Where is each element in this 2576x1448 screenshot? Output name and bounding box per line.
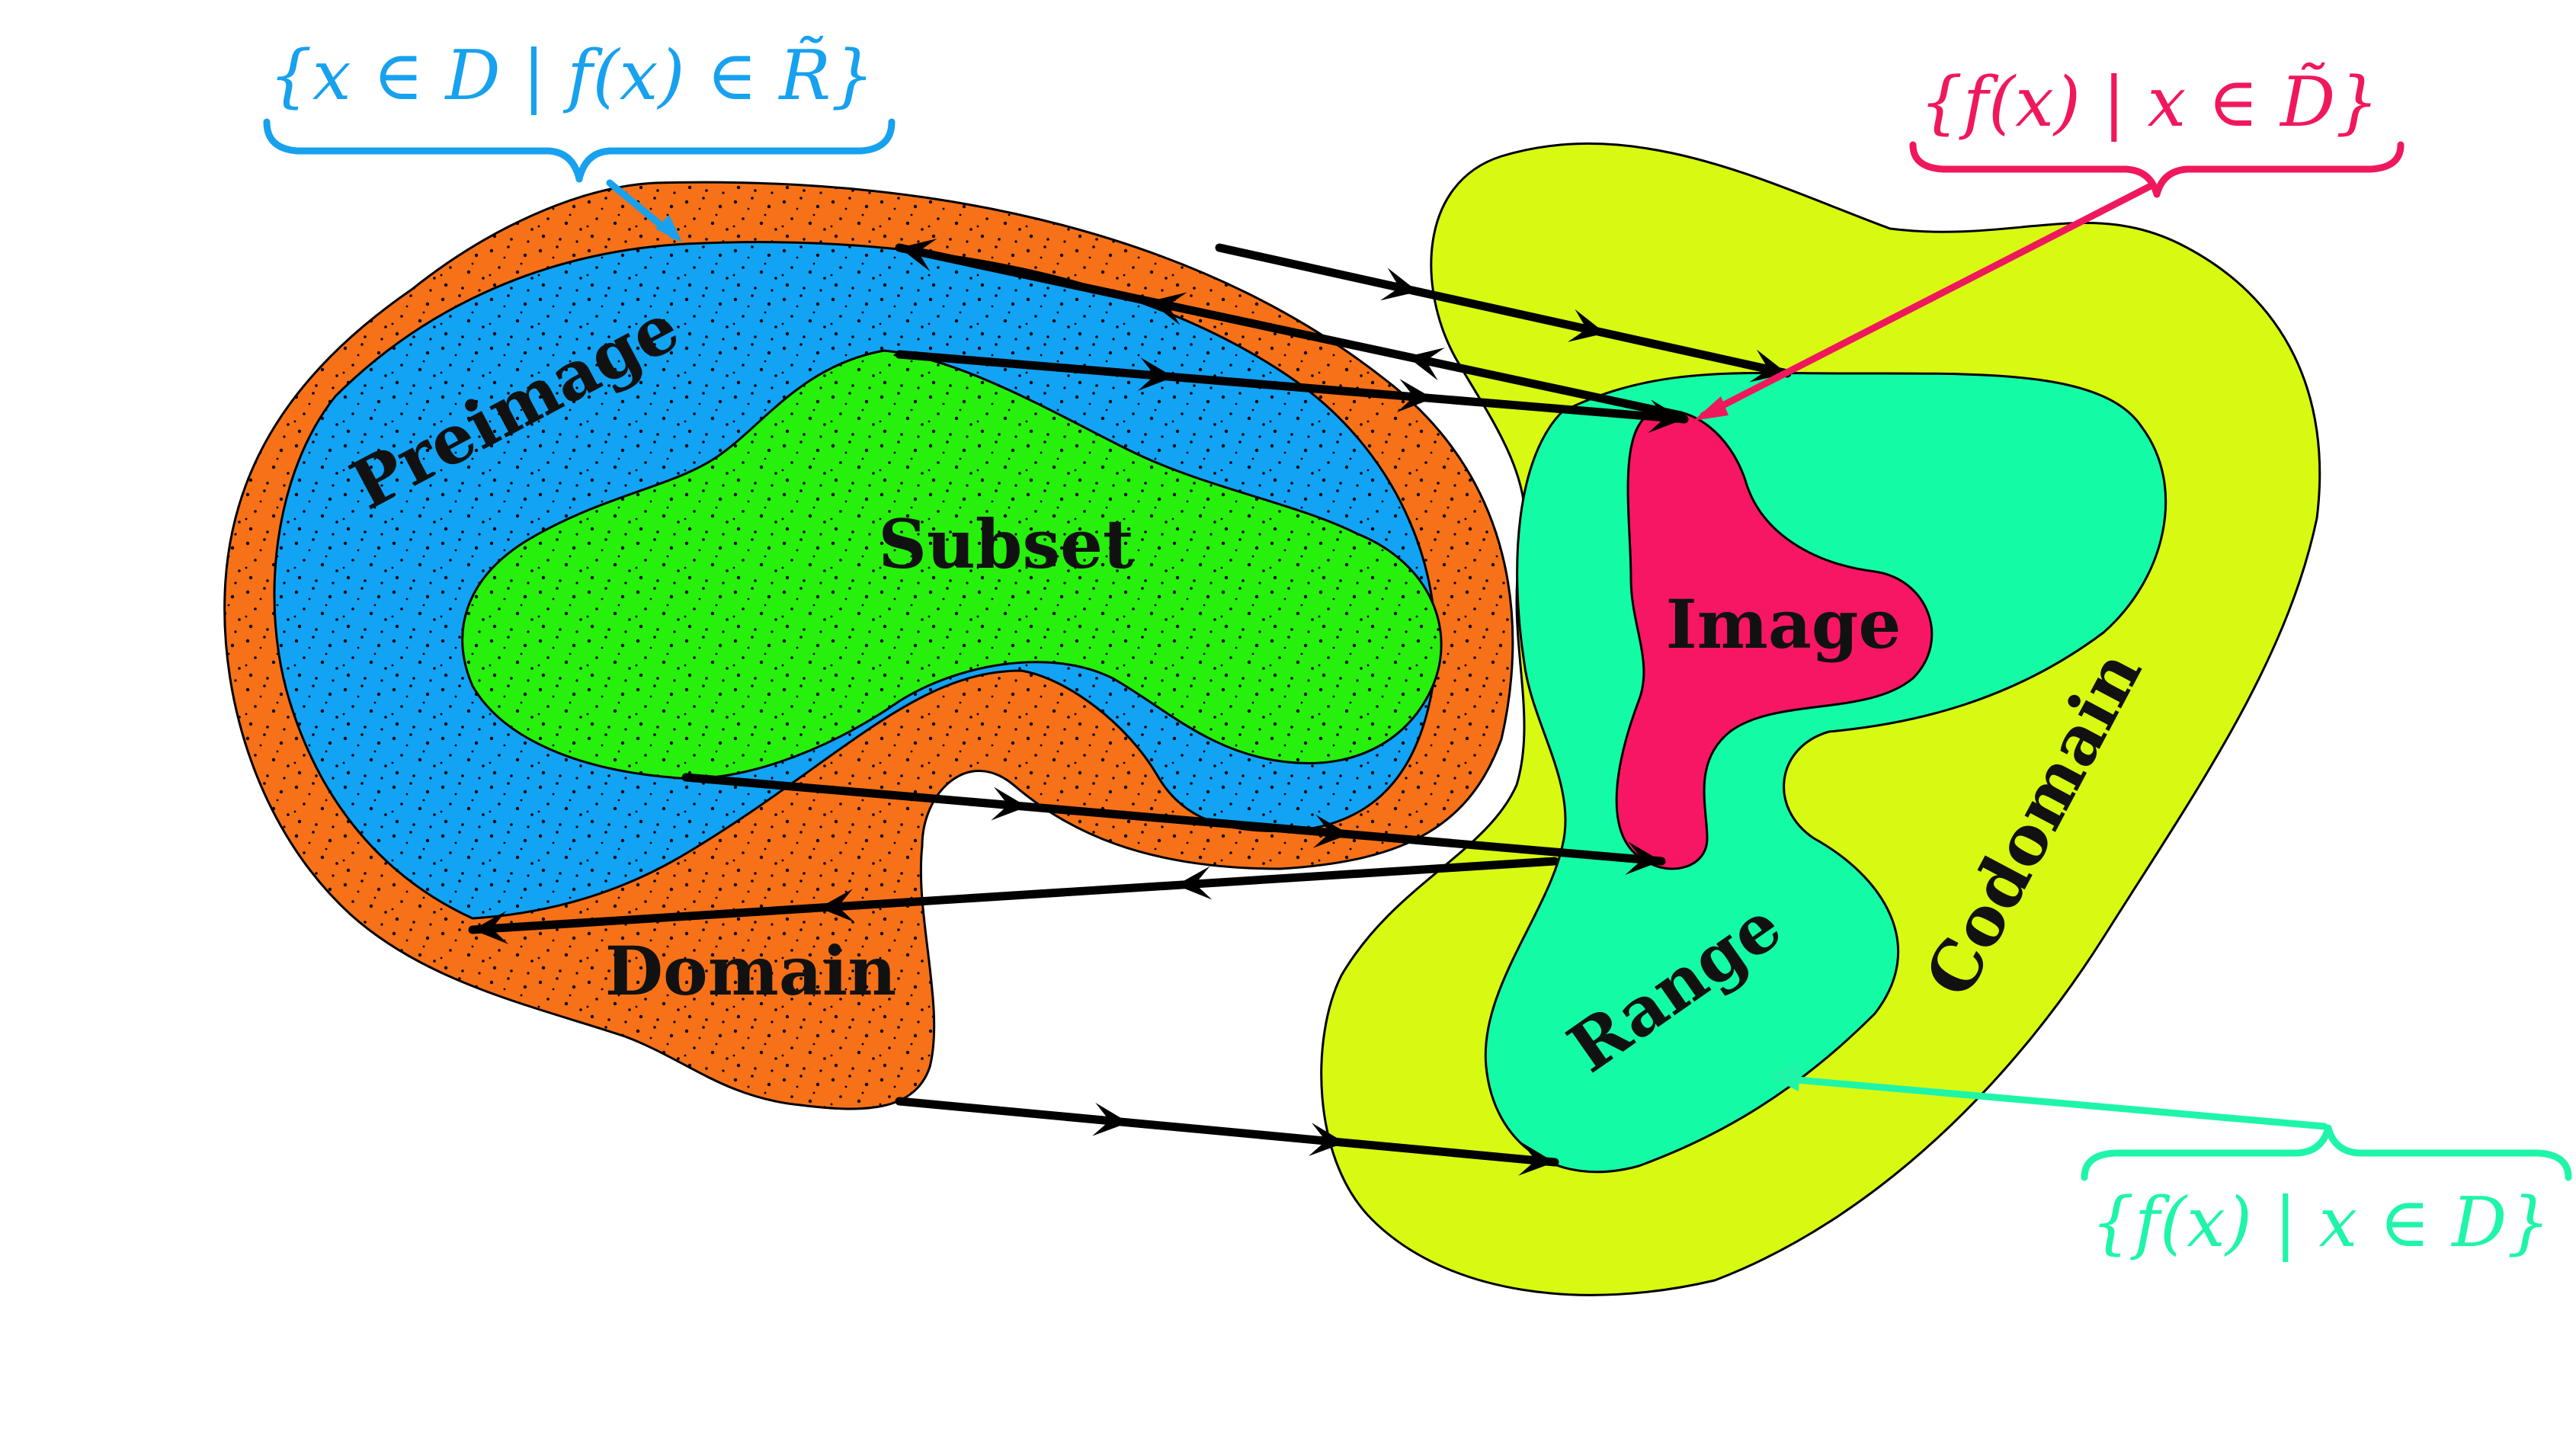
mapping-arrow-2-head-3 — [899, 239, 937, 272]
range-pointer-arrow — [1776, 1075, 2328, 1130]
image-label: Image — [1666, 585, 1902, 664]
mapping-arrows — [468, 239, 1792, 1176]
mapping-arrow-4 — [681, 773, 1666, 866]
mapping-arrow-5 — [468, 857, 1559, 934]
range-set-notation: {f(x) | x ∈ D} — [2091, 1183, 2550, 1263]
mapping-arrow-3-head-1 — [1137, 357, 1174, 391]
mapping-arrow-6-head-2 — [1308, 1123, 1345, 1157]
codomain-group — [1320, 142, 2321, 1296]
preimage-pointer-arrowhead — [655, 215, 682, 242]
mapping-arrow-6 — [895, 1097, 1559, 1167]
mapping-arrow-6-head-1 — [1092, 1102, 1129, 1136]
range-annotation: {f(x) | x ∈ D} — [1770, 1061, 2572, 1263]
mapping-arrow-2-head-2 — [1149, 292, 1187, 325]
mapping-arrow-6-head-3 — [1518, 1142, 1555, 1176]
mapping-arrow-3-head-2 — [1396, 379, 1434, 412]
range-pointer-arrowhead — [1770, 1061, 1800, 1091]
mapping-arrow-2 — [895, 243, 1685, 420]
image-annotation: {f(x) | x ∈ D̃} — [1693, 62, 2405, 421]
subset-label: Subset — [878, 505, 1134, 584]
preimage-set-notation: {x ∈ D | f(x) ∈ R̃} — [269, 36, 875, 116]
mapping-arrow-3-head-3 — [1648, 399, 1684, 434]
mapping-arrow-1-head-1 — [1380, 267, 1418, 301]
image-pointer-arrowhead — [1693, 396, 1729, 421]
mapping-arrow-4-head-2 — [1312, 814, 1350, 848]
mapping-arrow-2-head-1 — [1407, 348, 1445, 381]
mapping-arrow-4-head-3 — [1625, 841, 1661, 875]
preimage-annotation: {x ∈ D | f(x) ∈ R̃} — [263, 36, 896, 242]
mapping-arrow-5-head-2 — [819, 889, 855, 923]
image-pointer-arrow — [1700, 183, 2153, 419]
mapping-arrow-1 — [1215, 243, 1792, 378]
image-set-notation: {f(x) | x ∈ D̃} — [1919, 62, 2379, 143]
subset-texture — [462, 351, 1442, 779]
mapping-arrow-5-head-3 — [473, 911, 509, 945]
mapping-arrow-5-head-1 — [1176, 866, 1213, 900]
mapping-arrow-1-head-2 — [1567, 309, 1606, 342]
preimage-brace — [263, 118, 896, 183]
image-region — [1615, 409, 1934, 870]
mapping-arrow-4-head-1 — [991, 786, 1027, 821]
image-brace — [1909, 141, 2405, 198]
domain-group — [223, 181, 1514, 1110]
range-brace — [2081, 1124, 2572, 1181]
mapping-arrow-3 — [895, 350, 1689, 424]
domain-label: Domain — [605, 931, 897, 1011]
